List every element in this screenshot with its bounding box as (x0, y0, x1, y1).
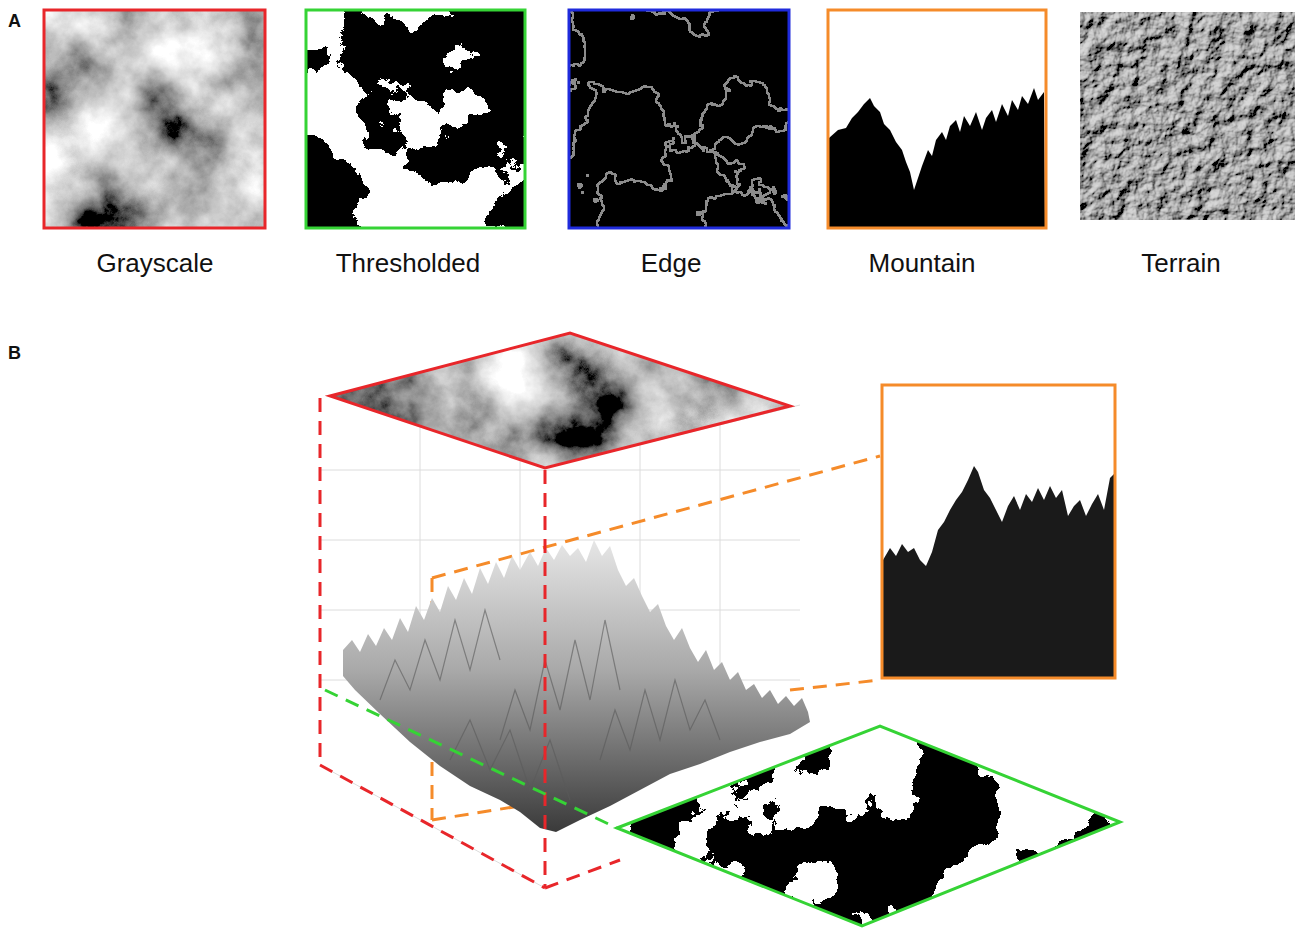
part-letter: A (8, 12, 21, 30)
panel-title: Mountain (869, 250, 976, 276)
part-letter: B (8, 344, 21, 362)
panel-title: Thresholded (336, 250, 481, 276)
panel-title: Grayscale (96, 250, 213, 276)
panel-title: Terrain (1141, 250, 1220, 276)
panel-title: Edge (641, 250, 702, 276)
